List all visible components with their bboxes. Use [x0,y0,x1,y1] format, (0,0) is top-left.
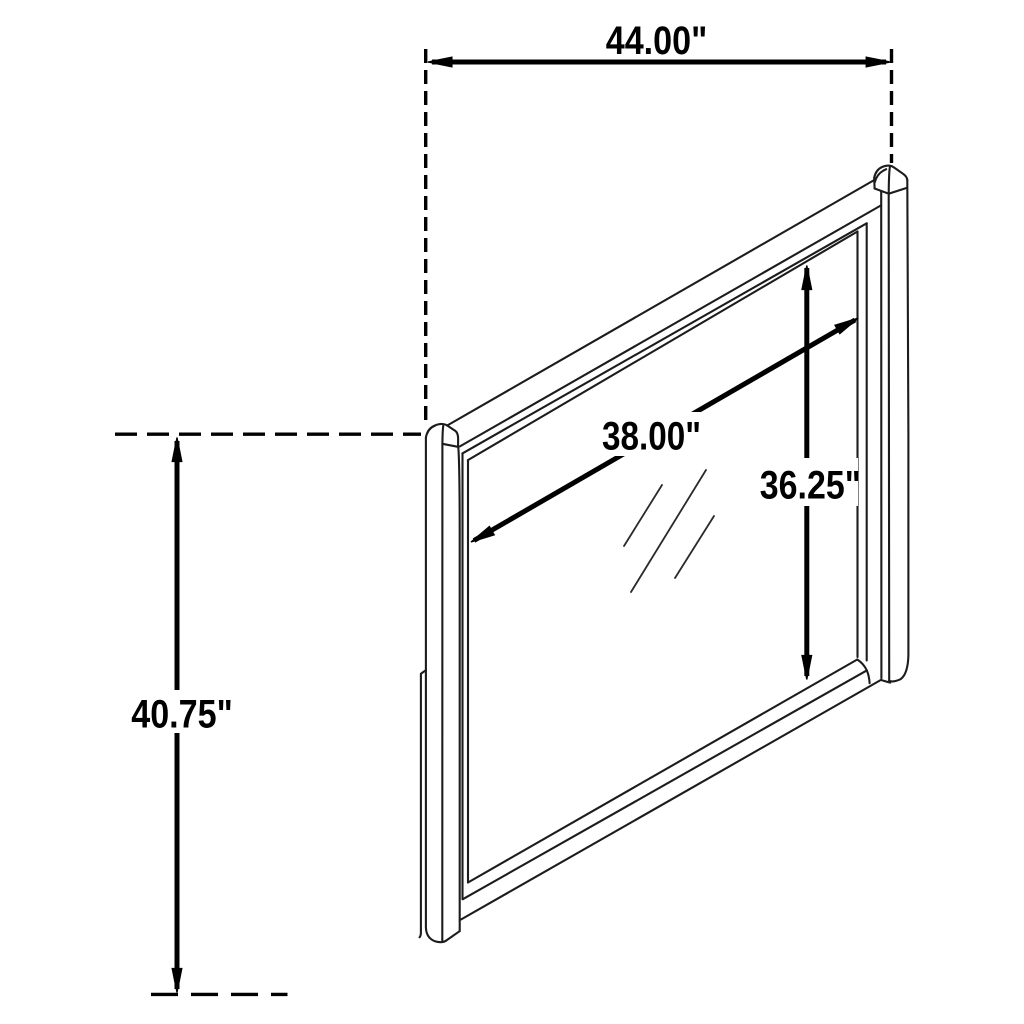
svg-text:44.00": 44.00" [606,19,708,63]
svg-text:36.25": 36.25" [760,463,861,507]
svg-text:40.75": 40.75" [131,692,233,736]
svg-text:38.00": 38.00" [602,415,701,459]
